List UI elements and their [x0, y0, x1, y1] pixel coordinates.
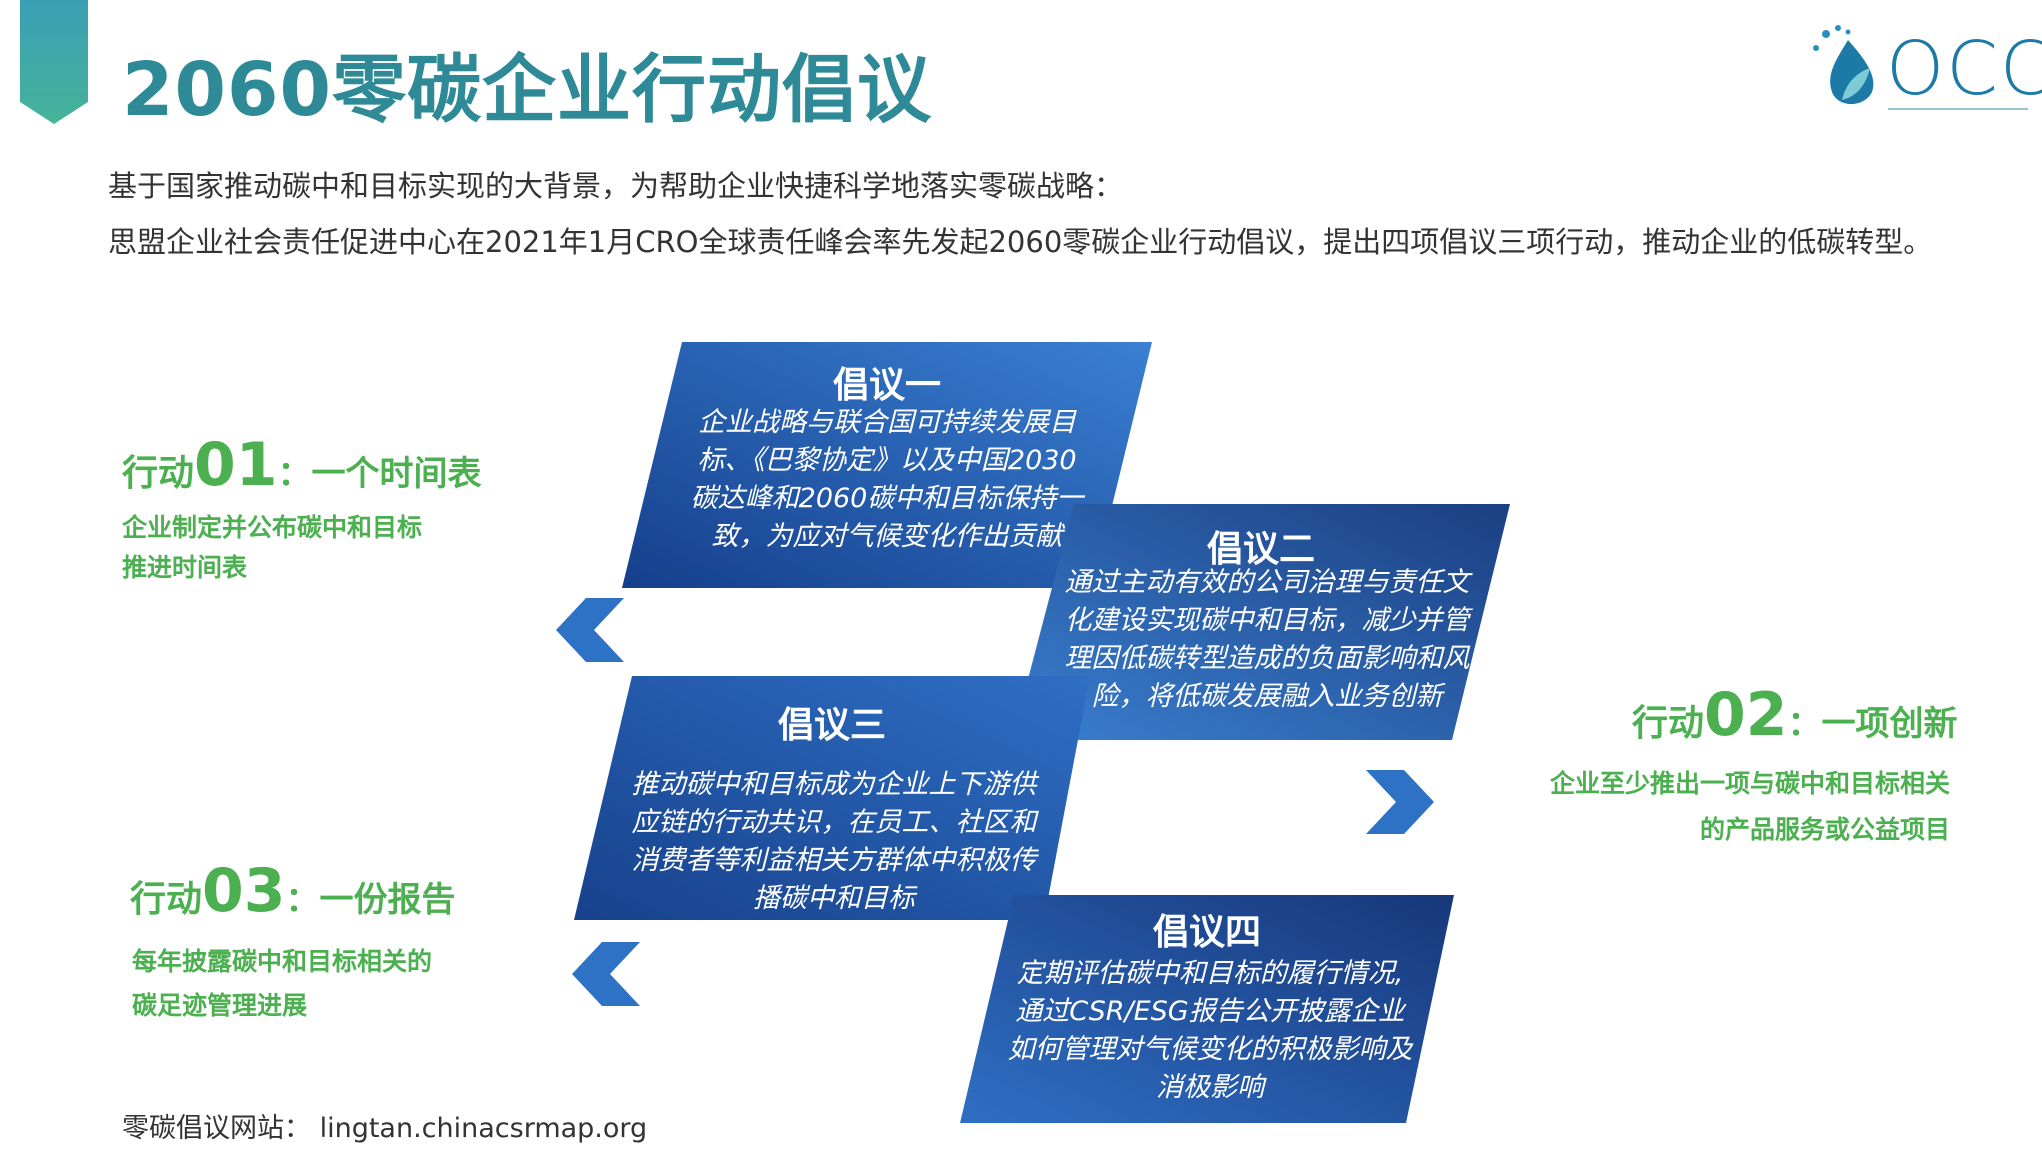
chevron-left-icon: [572, 942, 640, 1006]
initiative-1-card: 倡议一 企业战略与联合国可持续发展目 标、《巴黎协定》以及中国2030 碳达峰和…: [622, 342, 1152, 588]
initiative-3-card: 倡议三 推动碳中和目标成为企业上下游供 应链的行动共识，在员工、社区和 消费者等…: [574, 676, 1090, 920]
initiative-2-card: 倡议二 通过主动有效的公司治理与责任文 化建设实现碳中和目标，减少并管 理因低碳…: [1012, 504, 1510, 740]
action-1-title: 行动01：一个时间表: [122, 430, 482, 500]
initiative-2-body: 通过主动有效的公司治理与责任文 化建设实现碳中和目标，减少并管 理因低碳转型造成…: [1064, 567, 1470, 712]
initiative-4-title: 倡议四: [1152, 912, 1261, 953]
chevron-left-icon: [556, 598, 624, 662]
page-title: 2060零碳企业行动倡议: [122, 47, 932, 133]
occi-logo: OCCI: [1808, 18, 2042, 118]
intro-line-1: 基于国家推动碳中和目标实现的大背景，为帮助企业快捷科学地落实零碳战略：: [108, 169, 1124, 203]
initiative-3-body: 推动碳中和目标成为企业上下游供 应链的行动共识，在员工、社区和 消费者等利益相关…: [631, 769, 1037, 914]
footer-website: 零碳倡议网站： lingtan.chinacsrmap.org: [122, 1113, 648, 1144]
initiative-3-shape: [574, 676, 1090, 920]
action-3-title: 行动03：一份报告: [130, 856, 456, 926]
initiative-2-shape: [1012, 504, 1510, 740]
action-3-desc: 每年披露碳中和目标相关的 碳足迹管理进展: [132, 947, 433, 1020]
action-2-desc: 企业至少推出一项与碳中和目标相关 的产品服务或公益项目: [1549, 769, 1950, 844]
action-1-desc: 企业制定并公布碳中和目标 推进时间表: [122, 513, 423, 582]
initiative-4-card: 倡议四 定期评估碳中和目标的履行情况, 通过CSR/ESG报告公开披露企业 如何…: [960, 895, 1454, 1123]
initiative-3-title: 倡议三: [777, 705, 886, 746]
initiative-4-body: 定期评估碳中和目标的履行情况, 通过CSR/ESG报告公开披露企业 如何管理对气…: [1007, 958, 1413, 1103]
corner-tab-decoration: [20, 0, 88, 124]
logo-text: OCCI: [1886, 26, 2042, 112]
initiative-1-body: 企业战略与联合国可持续发展目 标、《巴黎协定》以及中国2030 碳达峰和2060…: [690, 407, 1084, 552]
leaf-drop-icon: [1813, 25, 1874, 104]
chevron-right-icon: [1366, 770, 1434, 834]
logo-subline: [1888, 108, 2028, 110]
action-2-title: 行动02：一项创新: [1632, 680, 1958, 750]
initiative-1-title: 倡议一: [832, 365, 941, 406]
initiative-4-shape: [960, 895, 1454, 1123]
initiative-2-title: 倡议二: [1206, 529, 1315, 570]
intro-line-2: 思盟企业社会责任促进中心在2021年1月CRO全球责任峰会率先发起2060零碳企…: [108, 225, 1933, 259]
initiative-1-shape: [622, 342, 1152, 588]
